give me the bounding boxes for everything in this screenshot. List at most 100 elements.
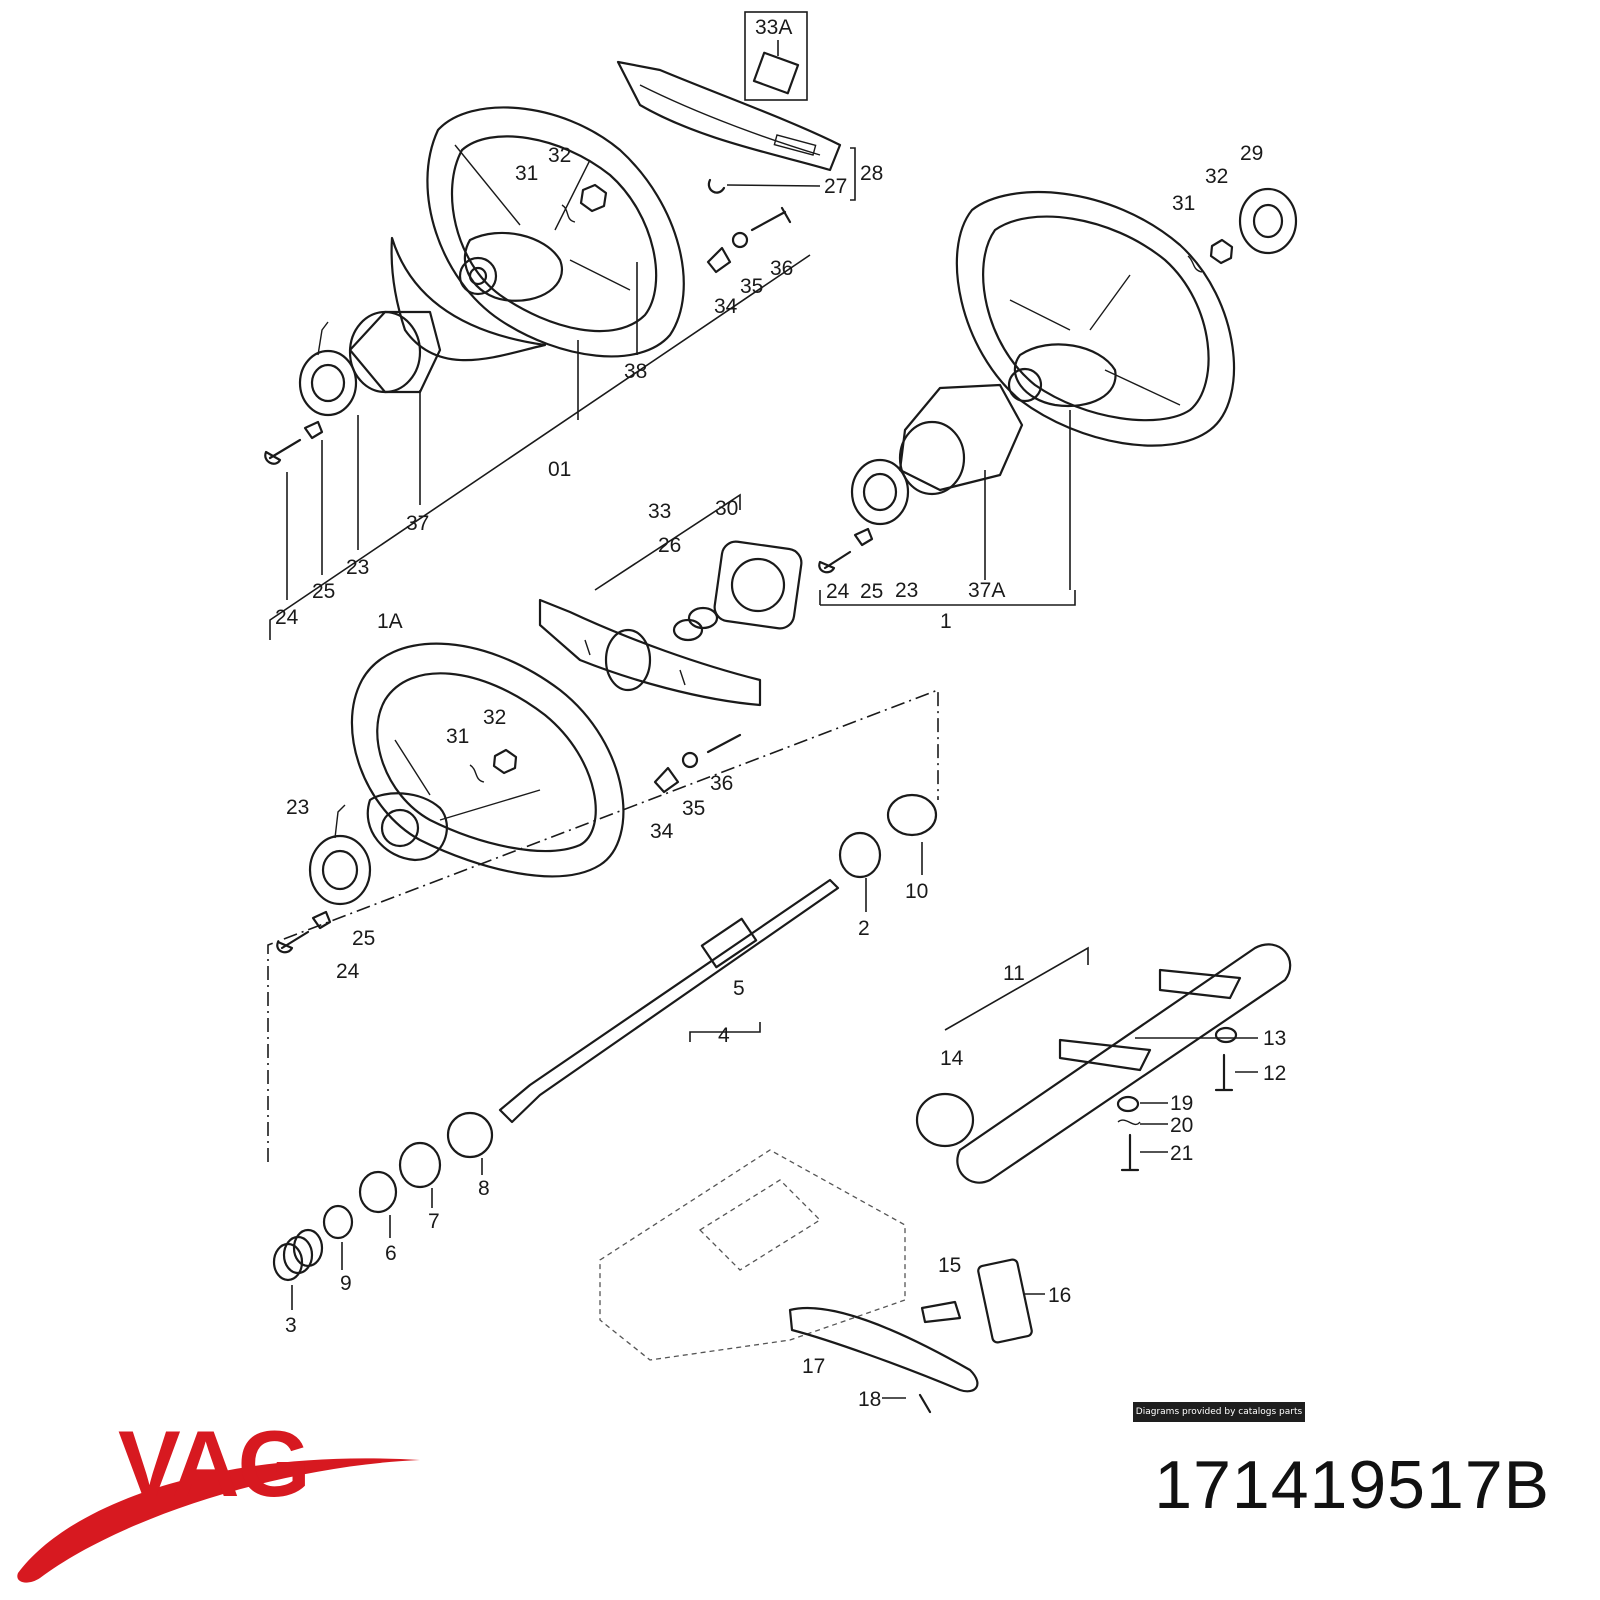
screw-18 [918,1393,932,1414]
callout-9: 9 [340,1272,352,1295]
callout-23-left: 23 [346,556,369,579]
spring-3 [272,1228,324,1282]
washer-19 [1116,1095,1140,1113]
diagram-credit-badge: Diagrams provided by catalogs parts [1133,1402,1305,1422]
nut-32-top [561,183,608,223]
callout-26: 26 [658,534,681,557]
slip-ring-23-lower [308,804,372,906]
steering-wheel-1 [955,190,1236,447]
callout-18: 18 [858,1388,881,1411]
screw-24-lower [276,910,332,954]
callout-10: 10 [905,880,928,903]
callout-24-lower: 24 [336,960,360,983]
slip-ring-23-top [298,321,358,417]
steering-wheel-1A [350,642,625,878]
callout-32-top: 32 [548,144,571,167]
callout-23-mid: 23 [895,579,918,602]
callout-24-mid: 24 [826,580,850,603]
screw-24-top [264,438,302,465]
callout-35-lower: 35 [682,797,705,820]
cover-16 [977,1258,1033,1344]
callout-4: 4 [718,1024,730,1047]
callout-34-top: 34 [714,295,738,318]
callout-31-top: 31 [515,162,538,185]
callout-1A: 1A [377,610,403,633]
callout-3: 3 [285,1314,297,1337]
screw-24-right [818,527,874,574]
trim-17 [788,1306,979,1393]
callout-31-right: 31 [1172,192,1195,215]
callout-23-lower: 23 [286,796,309,819]
ring-9 [322,1204,354,1240]
callout-25-lower: 25 [352,927,375,950]
bearing-8 [446,1111,494,1159]
slip-ring-23-right [850,458,910,526]
callout-33A-top: 33A [755,16,792,39]
callout-19: 19 [1170,1092,1193,1115]
part-number: 171419517B [1154,1447,1550,1523]
callout-30: 30 [715,497,738,520]
callout-38: 38 [624,360,647,383]
collar-37A [898,383,1024,496]
callout-leaders [286,184,1258,1399]
callout-25-left: 25 [312,580,335,603]
steering-shaft-4 [498,878,840,1124]
horn-button-29 [1238,187,1298,255]
bolt-21 [1120,1133,1140,1172]
group-bracket-lines [267,147,1089,1162]
callout-6: 6 [385,1242,397,1265]
callout-1: 1 [940,610,952,633]
callout-34-lower: 34 [650,820,674,843]
callout-27: 27 [824,175,847,198]
callout-2: 2 [858,917,870,940]
callout-12: 12 [1263,1062,1286,1085]
callout-35-top: 35 [740,275,763,298]
washer-20 [1117,1119,1141,1126]
callout-36-top: 36 [770,257,793,280]
bracket-dashed [599,1149,906,1361]
callout-7: 7 [428,1210,440,1233]
horn-pad-33 [538,598,762,707]
bearing-7 [398,1141,442,1189]
callout-01: 01 [548,458,571,481]
callout-17: 17 [802,1355,825,1378]
callout-31-lower: 31 [446,725,469,748]
callout-11: 11 [1003,962,1025,985]
steering-wheel-sport-01 [426,106,685,358]
bolt-12 [1214,1053,1234,1092]
washer-13 [1214,1026,1238,1044]
callout-labels: 33A 28 27 32 31 34 35 36 38 01 37 23 25 … [275,16,1286,1411]
logo-text: VAG [118,1411,309,1516]
callout-16: 16 [1048,1284,1071,1307]
ring-6 [358,1170,398,1214]
bushing-14 [915,1092,975,1148]
ring-2 [838,831,882,879]
callout-36-lower: 36 [710,772,733,795]
vag-logo: VAG [17,1411,421,1583]
nut-32-lower [469,748,518,783]
horn-ring-30 [713,540,803,630]
callout-37A: 37A [968,579,1005,602]
bushing-10 [886,793,938,837]
clip-15 [920,1300,962,1324]
callout-32-lower: 32 [483,706,506,729]
horn-pad-top-28 [616,60,842,172]
springs-26 [672,606,719,642]
callout-20: 20 [1170,1114,1193,1137]
washer-25-top [303,420,324,440]
callout-33: 33 [648,500,671,523]
callout-25-mid: 25 [860,580,883,603]
callout-13: 13 [1263,1027,1286,1050]
callout-37: 37 [406,512,429,535]
screw-36-lower [653,733,742,794]
nut-32-right [1187,238,1234,273]
logo-swoosh [17,1458,421,1583]
callout-24-left: 24 [275,606,299,629]
callout-15: 15 [938,1254,961,1277]
horn-contact-33A [744,11,808,101]
callout-5: 5 [733,977,745,1000]
callout-28: 28 [860,162,883,185]
screw-36-top [706,178,792,274]
callout-8: 8 [478,1177,490,1200]
